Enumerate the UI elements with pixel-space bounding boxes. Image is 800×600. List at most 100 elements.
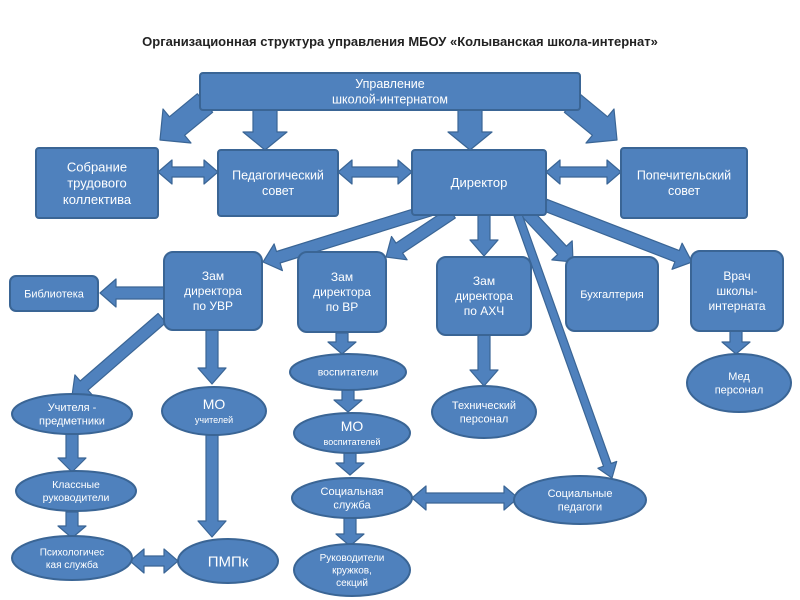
node-subject-teachers: Учителя - предметники bbox=[11, 393, 133, 435]
node-med-staff-shape bbox=[686, 353, 792, 413]
node-deputy-uvr-label-line-3: по УВР bbox=[193, 299, 233, 313]
node-trustee-council-label-line-2: совет bbox=[668, 184, 700, 198]
node-tech-staff: Технический персонал bbox=[431, 385, 537, 439]
node-tech-staff-label-line-2: персонал bbox=[460, 414, 509, 426]
node-social-service: Социальная служба bbox=[291, 477, 413, 519]
node-club-leaders-shape bbox=[293, 543, 411, 597]
arrow-psych-service-pmpk bbox=[129, 548, 179, 574]
node-deputy-uvr-label-line-1: Зам bbox=[202, 269, 224, 283]
node-subject-teachers-label-line-1: Учителя - bbox=[48, 402, 97, 414]
node-director-box bbox=[411, 149, 547, 216]
node-social-pedagogues-shape bbox=[513, 475, 647, 525]
node-social-service-label-line-2: служба bbox=[333, 500, 371, 512]
node-subject-teachers-label-line-2: предметники bbox=[39, 416, 105, 428]
node-management-label-line-2: школой-интернатом bbox=[332, 93, 448, 107]
node-social-pedagogues-label-line-1: Социальные bbox=[548, 488, 613, 500]
node-deputy-ahch-label-line-2: директора bbox=[455, 289, 513, 303]
node-labor-assembly-label-line-3: коллектива bbox=[63, 192, 132, 207]
node-doctor-label-line-1: Врач bbox=[723, 269, 750, 283]
node-educators: воспитатели bbox=[289, 353, 407, 391]
node-deputy-uvr-box bbox=[163, 251, 263, 331]
node-accounting-label-line-1: Бухгалтерия bbox=[580, 289, 644, 301]
node-med-staff: Мед персонал bbox=[686, 353, 792, 413]
node-class-teachers-label-line-1: Классные bbox=[52, 479, 100, 491]
node-labor-assembly-label-line-1: Собрание bbox=[67, 159, 127, 174]
arrow-social-service-social-pedagogues bbox=[411, 485, 519, 511]
node-med-staff-label-line-2: персонал bbox=[715, 385, 764, 397]
arrow-director-to-dep-vr bbox=[385, 207, 456, 261]
node-deputy-vr-box bbox=[297, 251, 387, 333]
node-deputy-vr-label-line-1: Зам bbox=[331, 270, 353, 284]
node-labor-assembly-label-line-2: трудового bbox=[67, 176, 127, 191]
node-club-leaders: Руководители кружков,секций bbox=[293, 543, 411, 597]
node-mo-educators: МО воспитателей bbox=[293, 412, 411, 454]
arrow-director-to-doctor bbox=[542, 198, 693, 270]
node-deputy-uvr-label-line-2: директора bbox=[184, 284, 242, 298]
node-social-service-shape bbox=[291, 477, 413, 519]
node-club-leaders-label-line-1: Руководители bbox=[320, 553, 385, 564]
node-trustee-council-label-line-1: Попечительский bbox=[637, 169, 731, 183]
node-club-leaders-label-line-2: кружков, bbox=[332, 566, 372, 577]
node-director-label-line-1: Директор bbox=[451, 175, 508, 190]
node-med-staff-label-line-1: Мед bbox=[728, 371, 750, 383]
node-doctor-label-line-2: школы- bbox=[716, 284, 757, 298]
node-ped-council-box bbox=[217, 149, 339, 217]
node-social-pedagogues-label-line-2: педагоги bbox=[558, 502, 602, 514]
node-management-box bbox=[199, 72, 581, 111]
node-labor-assembly-box bbox=[35, 147, 159, 219]
node-director: Директор bbox=[411, 149, 547, 216]
node-deputy-vr-label-line-2: директора bbox=[313, 285, 371, 299]
node-psych-service-label-line-1: Психологичес bbox=[40, 547, 105, 558]
node-deputy-vr-label-line-3: по ВР bbox=[326, 300, 359, 314]
node-accounting-box bbox=[565, 256, 659, 332]
node-social-pedagogues: Социальные педагоги bbox=[513, 475, 647, 525]
arrow-management-to-ped-council bbox=[242, 109, 288, 151]
node-pmpk-shape bbox=[177, 538, 279, 584]
node-doctor-label-line-3: интерната bbox=[708, 299, 765, 313]
node-tech-staff-label-line-1: Технический bbox=[452, 400, 516, 412]
node-management-label-line-1: Управление bbox=[355, 77, 425, 91]
node-psych-service-shape bbox=[11, 535, 133, 581]
node-mo-educators-label-sub: воспитателей bbox=[324, 437, 381, 447]
node-educators-shape bbox=[289, 353, 407, 391]
arrow-doctor-to-med-staff bbox=[721, 330, 751, 355]
node-mo-educators-label-main: МО bbox=[341, 418, 364, 434]
node-subject-teachers-shape bbox=[11, 393, 133, 435]
node-ped-council-label-line-1: Педагогический bbox=[232, 169, 324, 183]
node-doctor-box bbox=[690, 250, 784, 332]
node-tech-staff-shape bbox=[431, 385, 537, 439]
node-trustee-council-box bbox=[620, 147, 748, 219]
arrow-labor-assembly-ped-council bbox=[157, 159, 219, 185]
arrow-dep-uvr-to-mo-teachers bbox=[197, 329, 227, 385]
node-class-teachers-shape bbox=[15, 470, 137, 512]
arrow-dep-uvr-to-library bbox=[99, 278, 165, 308]
arrow-social-to-club-leaders bbox=[335, 516, 365, 547]
arrow-ped-council-director bbox=[337, 159, 413, 185]
node-mo-educators-shape bbox=[293, 412, 411, 454]
node-library-box bbox=[9, 275, 99, 312]
node-library: Библиотека bbox=[9, 275, 99, 312]
arrow-subject-teachers-to-class bbox=[57, 431, 87, 473]
node-mo-teachers-label-sub: учителей bbox=[195, 415, 233, 425]
arrow-class-to-psych-service bbox=[57, 511, 87, 539]
arrow-dep-ahch-to-tech-staff bbox=[469, 334, 499, 387]
node-club-leaders-label-line-3: секций bbox=[336, 578, 368, 589]
arrow-director-trustee-council bbox=[545, 159, 622, 185]
node-library-label-line-1: Библиотека bbox=[24, 288, 85, 300]
node-accounting: Бухгалтерия bbox=[565, 256, 659, 332]
node-social-service-label-line-1: Социальная bbox=[321, 486, 384, 498]
node-deputy-ahch-label-line-1: Зам bbox=[473, 274, 495, 288]
diagram-title: Организационная структура управления МБО… bbox=[142, 34, 658, 49]
node-mo-teachers-shape bbox=[161, 386, 267, 436]
node-educators-label-line-1: воспитатели bbox=[318, 367, 379, 379]
arrow-dep-vr-to-educators bbox=[327, 332, 357, 355]
arrow-director-to-social-pedagogues bbox=[513, 213, 618, 479]
